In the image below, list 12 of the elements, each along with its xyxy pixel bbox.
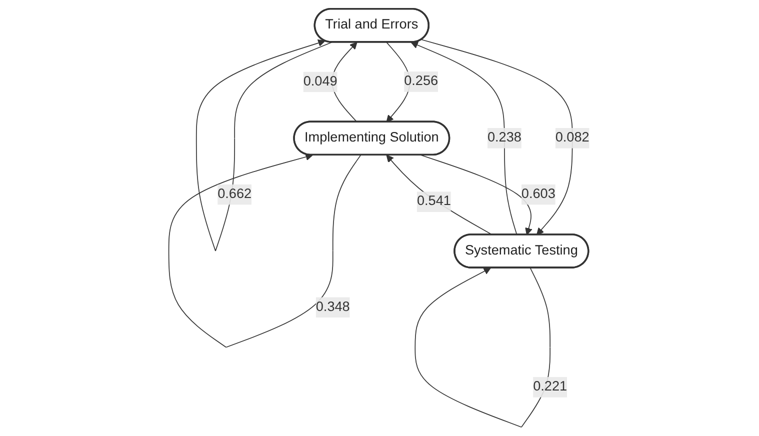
edge-label: 0.603: [522, 184, 556, 205]
edge-label: 0.256: [404, 72, 438, 92]
edge-label: 0.238: [488, 128, 522, 148]
edge-label: 0.221: [534, 377, 568, 398]
edge-label: 0.541: [417, 192, 452, 212]
state-node: Systematic Testing: [454, 234, 590, 268]
state-node: Implementing Solution: [294, 120, 451, 156]
edge-label: 0.348: [316, 297, 350, 318]
edge-label: 0.049: [304, 72, 338, 92]
edge-label: 0.662: [218, 184, 252, 205]
state-node: Trial and Errors: [314, 8, 430, 43]
edge-label: 0.082: [556, 128, 590, 148]
